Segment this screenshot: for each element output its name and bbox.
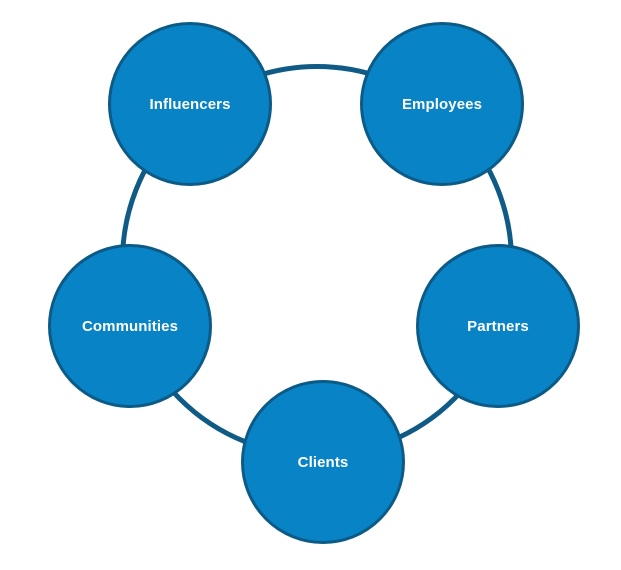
node-label-communities: Communities [81,317,179,335]
node-communities: Communities [48,244,212,408]
node-clients: Clients [241,380,405,544]
node-label-partners: Partners [467,317,529,335]
node-influencers: Influencers [108,22,272,186]
node-label-employees: Employees [401,95,483,113]
node-label-clients: Clients [297,453,349,471]
node-employees: Employees [360,22,524,186]
node-partners: Partners [416,244,580,408]
node-label-influencers: Influencers [149,95,231,113]
